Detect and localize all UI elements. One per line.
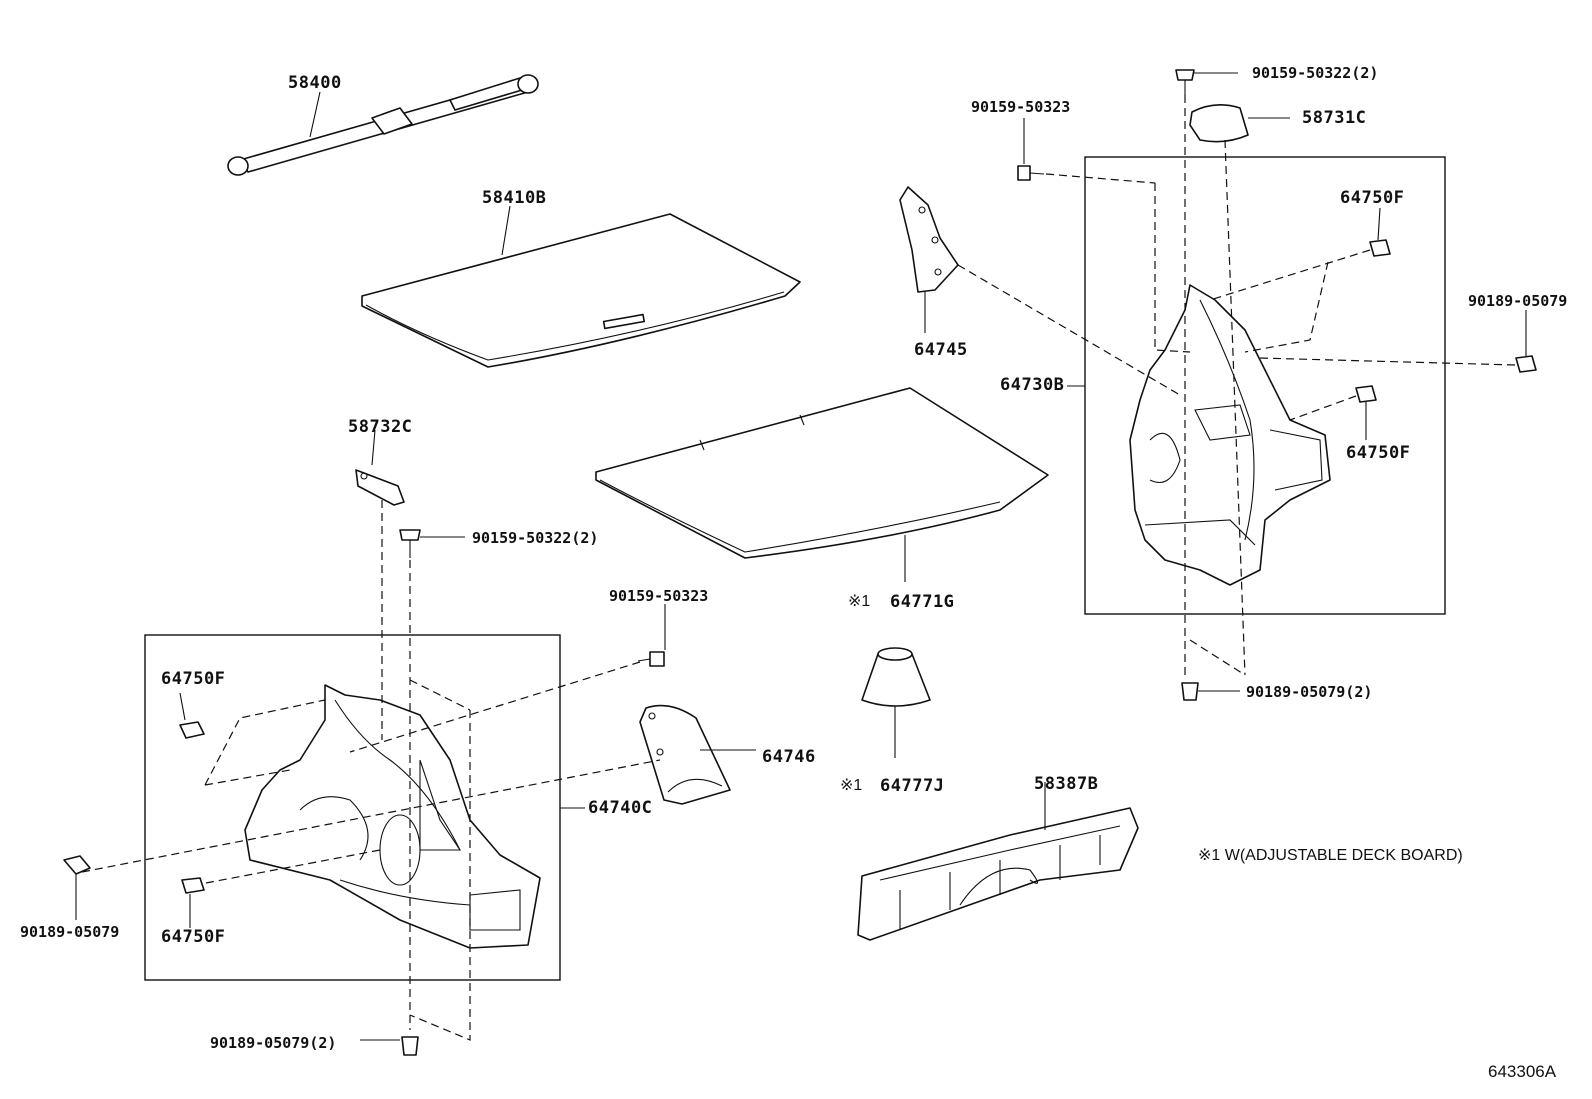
part-64740c-left-trim [244,684,585,949]
label-58410b: 58410B [482,188,547,208]
label-64750f-left-bottom: 64750F [161,927,226,947]
label-58400: 58400 [288,73,342,93]
part-64730b-right-trim [1067,284,1331,586]
label-90189-05079-2-bottom: 90189-05079(2) [210,1034,337,1052]
fastener-screws [399,69,1238,667]
part-58732c-clip [355,429,405,506]
part-58400-tonneau-rod [227,74,539,176]
label-64777j: 64777J [880,776,945,796]
label-90159-50322-2-left: 90159-50322(2) [472,529,599,547]
part-58731c-cap [1189,104,1290,143]
label-90189-05079-left: 90189-05079 [20,923,120,941]
part-64746-cover [639,704,756,805]
label-90159-50322-2-right: 90159-50322(2) [1252,64,1379,82]
label-58732c: 58732C [348,417,413,437]
part-58410b-tonneau-cover [361,205,801,368]
fastener-clips [63,207,1537,1056]
label-64745: 64745 [914,340,968,360]
label-90159-50323-mid: 90159-50323 [609,587,709,605]
label-64750f-right-bottom: 64750F [1346,443,1411,463]
part-64777j-cover [861,647,931,758]
label-64750f-right-top: 64750F [1340,188,1405,208]
label-64730b: 64730B [1000,375,1065,395]
label-90189-05079-right: 90189-05079 [1468,292,1568,310]
label-64771g-marker: ※1 [848,593,871,610]
label-58387b: 58387B [1034,774,1099,794]
diagram-code: 643306A [1488,1062,1557,1081]
label-58731c: 58731C [1302,108,1367,128]
label-90189-05079-2-right: 90189-05079(2) [1246,683,1373,701]
label-64740c: 64740C [588,798,653,818]
label-64777j-marker: ※1 [840,777,863,794]
label-64771g: 64771G [890,592,955,612]
part-64745-trim [899,186,959,333]
part-58387b-sill-plate [857,782,1139,941]
footnote-adjustable-deck-board: ※1 W(ADJUSTABLE DECK BOARD) [1198,847,1463,864]
part-64771g-deck-board [595,387,1049,582]
label-64750f-left-top: 64750F [161,669,226,689]
label-90159-50323-right: 90159-50323 [971,98,1071,116]
label-64746: 64746 [762,747,816,767]
assembly-dashed-lines [81,95,1516,1041]
